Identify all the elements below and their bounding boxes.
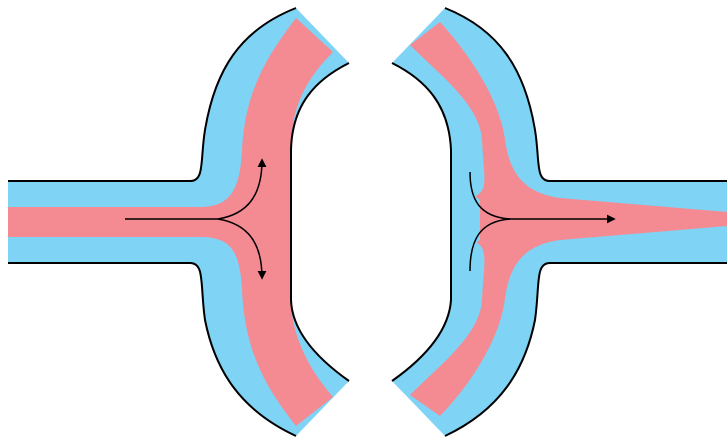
right-pipe (392, 8, 727, 436)
left-pipe-inner-layer (8, 18, 333, 426)
left-pipe (8, 8, 349, 436)
